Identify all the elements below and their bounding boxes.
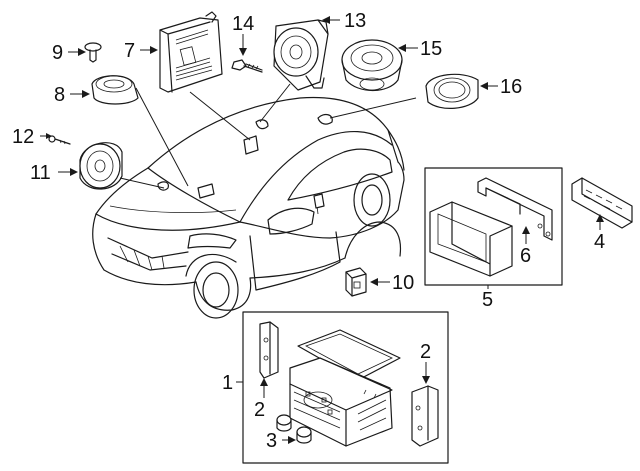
callout-1: 1: [222, 372, 233, 394]
callout-5: 5: [482, 289, 493, 311]
car-hood-edge: [95, 167, 149, 215]
radio-kit-box: [242, 311, 449, 464]
part-16-spacer: [425, 73, 479, 109]
car-beltline: [239, 161, 405, 239]
leader-lines: [119, 83, 489, 383]
part-1-radio-head-unit: [289, 329, 401, 447]
part-11-door-speaker: [79, 142, 123, 190]
part-8-tweeter: [91, 75, 139, 105]
car-amp-location: [243, 135, 259, 155]
car-grille-bottom: [111, 253, 187, 271]
callout-10: 10: [392, 272, 414, 294]
callout-6: 6: [520, 245, 531, 267]
car-front-rim: [202, 272, 230, 308]
car-hood-front: [95, 213, 241, 231]
car-door-speaker-location: [157, 181, 169, 191]
navigation-kit-box: [424, 167, 563, 286]
callout-7: 7: [124, 40, 135, 62]
car-grille-top: [107, 237, 189, 259]
car-illustration: [92, 96, 405, 319]
part-10-connector: [345, 267, 367, 297]
part-3-knob-2: [296, 426, 312, 444]
callout-14: 14: [232, 13, 254, 35]
part-12-screw: [48, 135, 71, 145]
car-windshield-base: [147, 167, 241, 223]
car-headlight: [187, 233, 237, 249]
car-side-mirror: [267, 207, 315, 235]
callout-9: 9: [52, 42, 63, 64]
part-7-amplifier: [159, 11, 223, 93]
part-5-navigation-box: [429, 201, 513, 277]
callout-arrows: [40, 16, 604, 444]
part-2-left-bracket: [259, 321, 279, 379]
car-tweeter-location: [197, 183, 215, 199]
part-9-clip: [84, 42, 102, 63]
car-hood-crease: [109, 205, 237, 214]
part-13-woofer: [273, 19, 329, 91]
callout-2-right: 2: [420, 341, 431, 363]
callout-3: 3: [266, 430, 277, 452]
part-3-knob-1: [276, 414, 292, 432]
car-door: [249, 231, 341, 291]
part-15-speaker: [341, 39, 403, 91]
car-nav-location: [313, 193, 325, 209]
callout-11: 11: [30, 162, 51, 184]
car-rear-pillar: [387, 129, 405, 171]
car-front-wheel: [193, 261, 239, 319]
car-rear-rim: [361, 184, 383, 216]
part-14-bolt: [231, 59, 263, 73]
car-rear-speaker-location: [317, 113, 333, 125]
car-woofer-location: [255, 119, 269, 130]
callout-16: 16: [500, 76, 522, 98]
callout-13: 13: [344, 10, 366, 32]
callout-8: 8: [54, 84, 65, 106]
car-roof: [147, 96, 399, 169]
car-rear-lower: [344, 221, 402, 259]
car-rear-wheel: [353, 173, 391, 227]
callout-15: 15: [420, 38, 442, 60]
car-grille-bars: [119, 245, 165, 271]
car-rocker: [195, 257, 346, 311]
car-side-window: [287, 148, 393, 201]
part-2-right-bracket: [411, 385, 439, 447]
callout-4: 4: [594, 231, 605, 253]
callout-12: 12: [12, 126, 34, 148]
car-front-arch: [185, 253, 237, 277]
car-a-pillar: [239, 131, 393, 223]
car-front-bumper: [92, 213, 197, 286]
part-6-nav-bracket: [477, 177, 553, 241]
callout-2-left: 2: [254, 399, 265, 421]
part-4-switch-panel: [571, 177, 633, 229]
callout-labels: 9 8 7 14 13 15 16 12 11 4 6 5 10 1 2 2 3: [12, 10, 605, 452]
